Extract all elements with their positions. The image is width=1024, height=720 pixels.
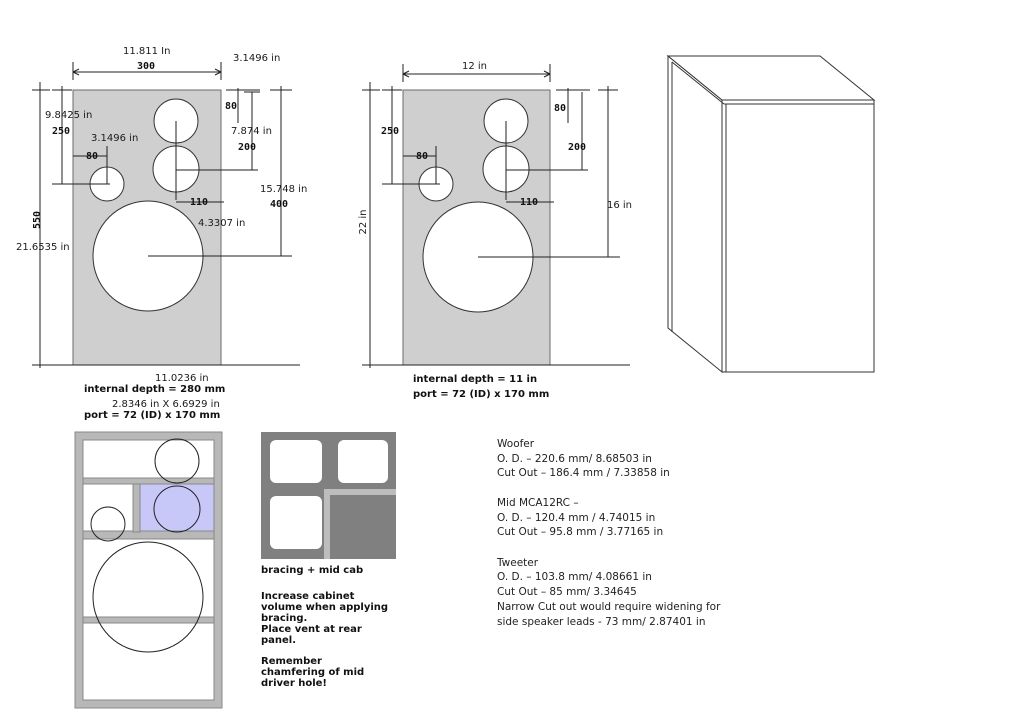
height-inch-label: 21.6535 in	[16, 242, 70, 253]
mid-chamber	[139, 483, 215, 532]
width-inch-label: 11.811 In	[123, 46, 170, 57]
tweeter-height-mm-label: 250	[52, 126, 70, 137]
mid-spacing-label-imperial: 200	[568, 142, 586, 153]
spec-line-5: Mid MCA12RC –	[497, 497, 579, 509]
spec-line-1: Woofer	[497, 438, 535, 450]
woofer-height-mm-label: 400	[270, 199, 288, 210]
spec-line-13: side speaker leads - 73 mm/ 2.87401 in	[497, 616, 705, 628]
mid-center-inch-label: 4.3307 in	[198, 218, 245, 229]
width-mm-label: 300	[137, 61, 155, 72]
depth-label-imperial: internal depth = 11 in	[413, 374, 537, 385]
port-mm-label: port = 72 (ID) x 170 mm	[84, 410, 220, 421]
front-panel-metric: 11.811 In 300 3.1496 in 80 7.874 in 200 …	[16, 46, 307, 421]
spec-line-6: O. D. – 120.4 mm / 4.74015 in	[497, 512, 655, 524]
spec-line-12: Narrow Cut out would require widening fo…	[497, 601, 721, 613]
width-inch-label-imperial: 12 in	[462, 61, 487, 72]
woofer-height-label-imperial: 16 in	[607, 200, 632, 211]
mid-spacing-inch-label: 7.874 in	[231, 126, 272, 137]
mid-center-mm-label: 110	[190, 197, 208, 208]
port-inch-label: 2.8346 in X 6.6929 in	[112, 399, 220, 410]
tweeter-height-label-imperial: 250	[381, 126, 399, 137]
bracing-note-3: bracing.	[261, 613, 307, 624]
depth-inch-label: 11.0236 in	[155, 373, 209, 384]
spec-line-7: Cut Out – 95.8 mm / 3.77165 in	[497, 526, 663, 538]
spec-line-10: O. D. – 103.8 mm/ 4.08661 in	[497, 571, 652, 583]
tweeter-height-inch-label: 9.8425 in	[45, 110, 92, 121]
driver-specs: Woofer O. D. – 220.6 mm/ 8.68503 in Cut …	[496, 438, 721, 628]
mid-spacing-mm-label: 200	[238, 142, 256, 153]
spec-line-11: Cut Out – 85 mm/ 3.34645	[497, 586, 637, 598]
bracing-caption: bracing + mid cab	[261, 565, 363, 576]
height-label-imperial: 22 in	[358, 209, 369, 234]
mid-top-mm-label: 80	[225, 101, 237, 112]
bracing-note-7: Remember	[261, 656, 322, 667]
cabinet-side-section	[74, 431, 223, 709]
mid-top-inch-label: 3.1496 in	[233, 53, 280, 64]
spec-line-9: Tweeter	[496, 557, 539, 569]
spec-line-2: O. D. – 220.6 mm/ 8.68503 in	[497, 453, 652, 465]
cabinet-3d-view	[666, 54, 876, 374]
tweeter-offset-label-imperial: 80	[416, 151, 428, 162]
port-label-imperial: port = 72 (ID) x 170 mm	[413, 389, 549, 400]
bracing-note-5: panel.	[261, 635, 296, 646]
bracing-note-9: driver hole!	[261, 678, 327, 689]
height-mm-label: 550	[32, 211, 43, 229]
bracing-note-4: Place vent at rear	[261, 624, 362, 635]
woofer-height-inch-label: 15.748 in	[260, 184, 307, 195]
spec-line-3: Cut Out – 186.4 mm / 7.33858 in	[497, 467, 670, 479]
bracing-note-1: Increase cabinet	[261, 591, 355, 602]
tweeter-offset-mm-label: 80	[86, 151, 98, 162]
front-panel-imperial: 12 in 80 200 16 in 110 250 80 22 in inte…	[358, 61, 632, 400]
tweeter-offset-inch-label: 3.1496 in	[91, 133, 138, 144]
depth-mm-label: internal depth = 280 mm	[84, 384, 225, 395]
mid-top-label-imperial: 80	[554, 103, 566, 114]
bracing-note-2: volume when applying	[261, 602, 388, 613]
mid-center-label-imperial: 110	[520, 197, 538, 208]
bracing-diagram: bracing + mid cab Increase cabinet volum…	[261, 432, 396, 689]
bracing-note-8: chamfering of mid	[261, 667, 364, 678]
